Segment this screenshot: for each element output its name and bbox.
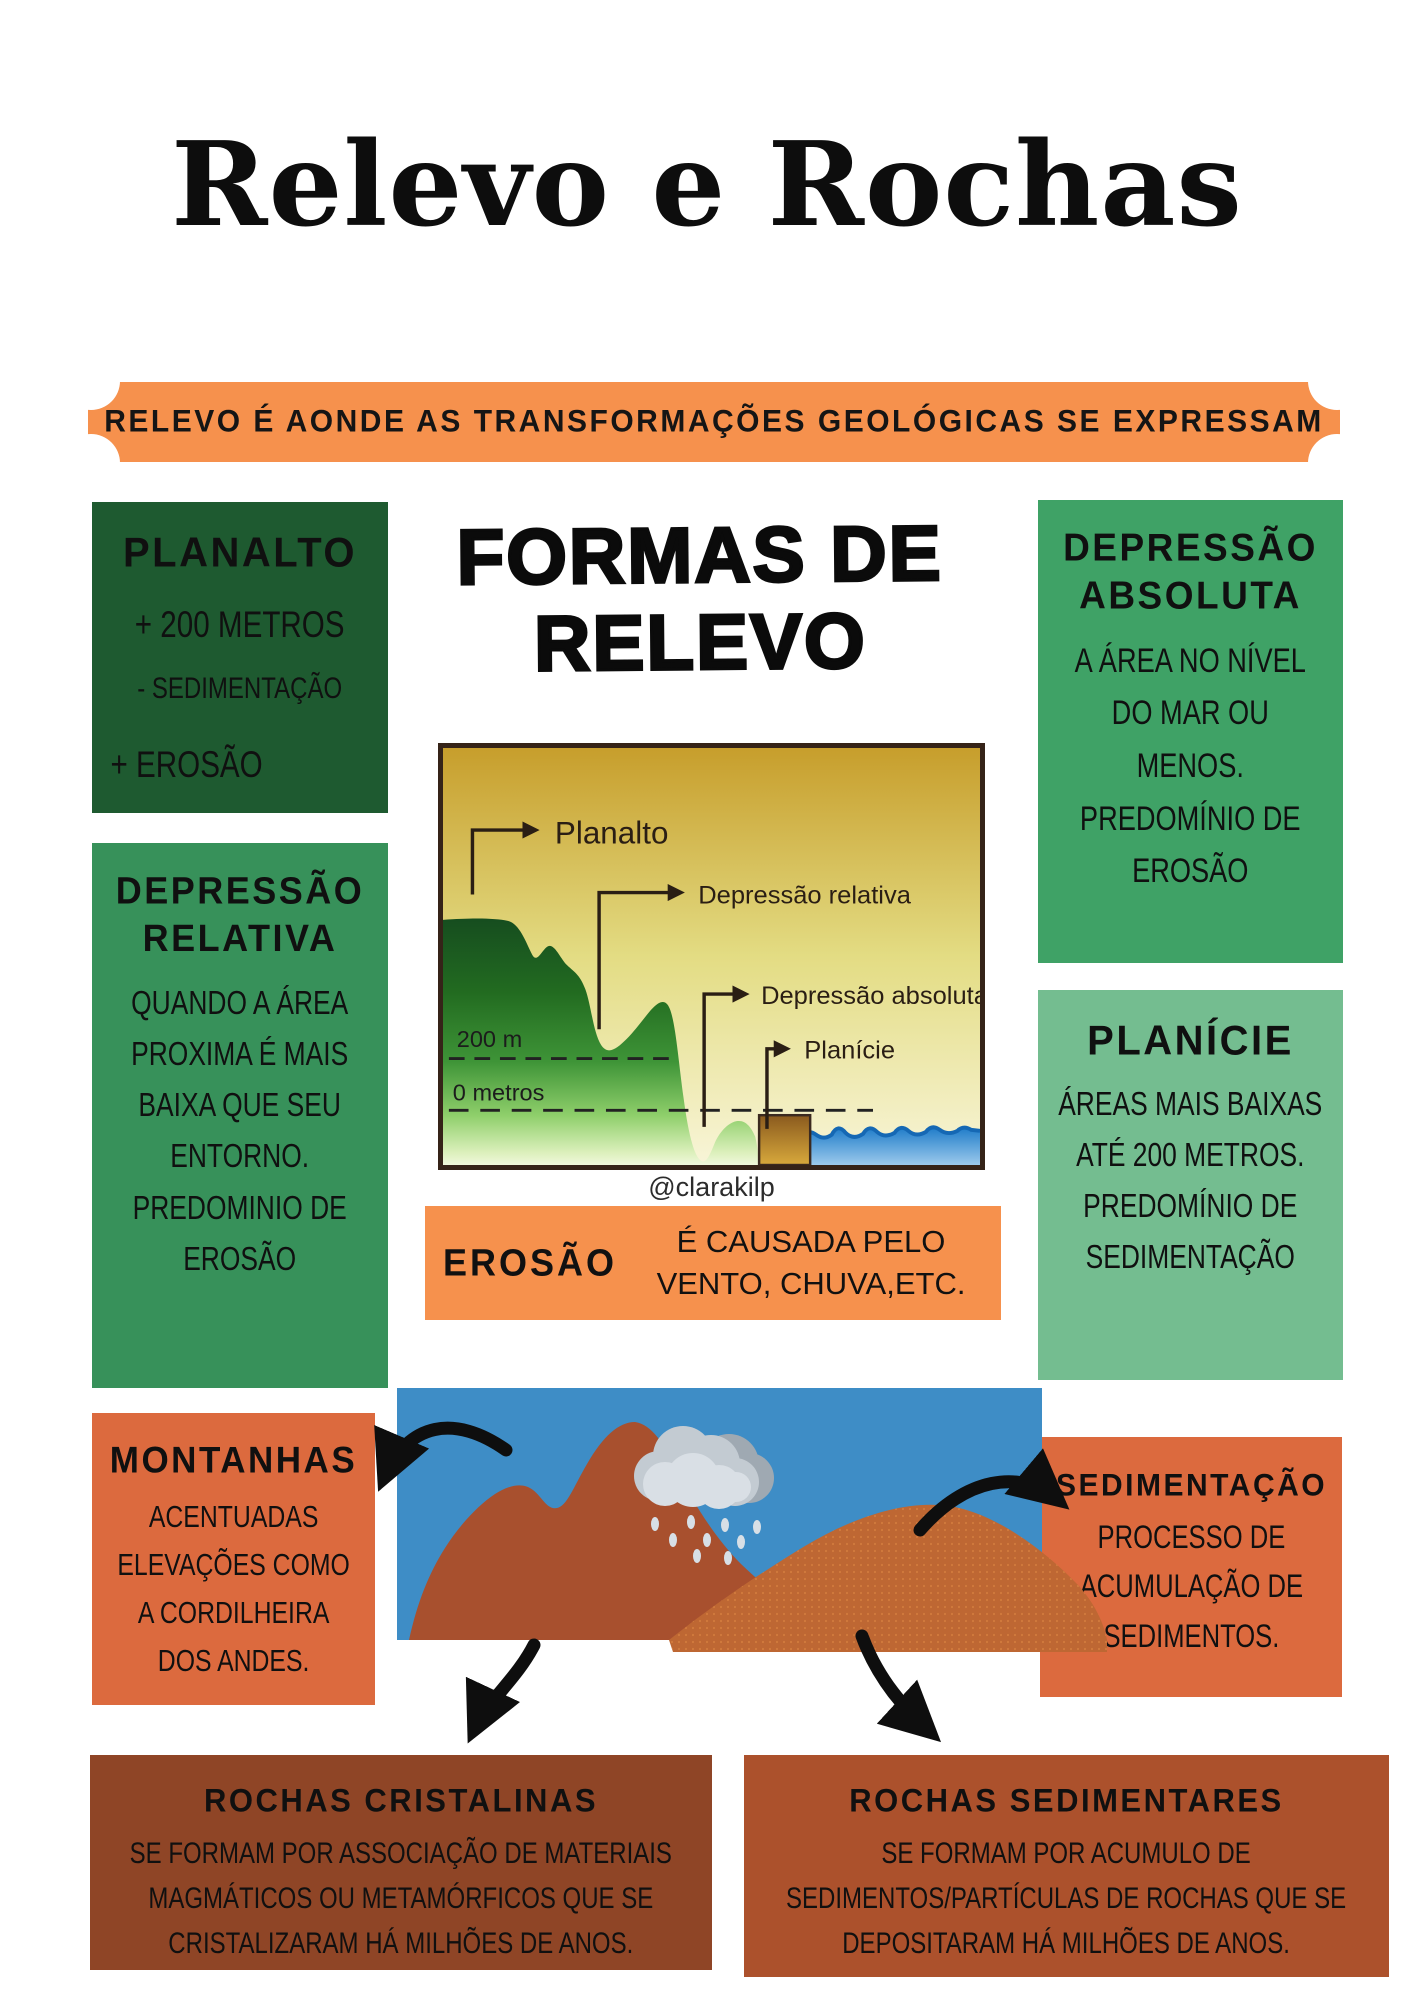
rain-cloud	[634, 1426, 774, 1509]
connector-planalto	[470, 821, 540, 895]
subtitle-banner: RELEVO É AONDE AS TRANSFORMAÇÕES GEOLÓGI…	[62, 352, 1366, 492]
planalto-title: PLANALTO	[122, 529, 358, 577]
montanhas-box: MONTANHAS ACENTUADAS ELEVAÇÕES COMO A CO…	[92, 1413, 375, 1705]
relief-diagram: 200 m 0 metros Planalto Depressão relati…	[438, 743, 985, 1170]
banner-notch	[1308, 352, 1366, 410]
raindrops	[651, 1515, 761, 1565]
erosao-title: EROSÃO	[443, 1240, 618, 1284]
center-heading: FORMAS DE RELEVO	[455, 507, 945, 689]
erosao-body: É CAUSADA PELO VENTO, CHUVA,ETC.	[656, 1224, 966, 1301]
rochas-sedimentares-body: SE FORMAM POR ACUMULO DE SEDIMENTOS/PART…	[786, 1837, 1347, 1960]
banner-notch	[62, 434, 120, 492]
rochas-cristalinas-title: ROCHAS CRISTALINAS	[203, 1782, 599, 1819]
label-planalto: Planalto	[555, 816, 669, 851]
sedimentacao-title: SEDIMENTAÇÃO	[1056, 1468, 1328, 1503]
planicie-title: PLANÍCIE	[1087, 1017, 1294, 1065]
erosao-box: EROSÃO É CAUSADA PELO VENTO, CHUVA,ETC.	[425, 1206, 1001, 1320]
banner-notch	[1308, 434, 1366, 492]
relief-diagram-svg: 200 m 0 metros Planalto Depressão relati…	[443, 748, 980, 1165]
watermark: @clarakilp	[648, 1172, 775, 1202]
planalto-line-1: + 200 METROS	[135, 604, 345, 645]
mountain-illustration	[397, 1388, 1117, 1660]
label-200m: 200 m	[457, 1026, 522, 1052]
depressao-relativa-body: QUANDO A ÁREA PROXIMA É MAIS BAIXA QUE S…	[131, 984, 349, 1277]
rochas-sedimentares-title: ROCHAS SEDIMENTARES	[849, 1782, 1284, 1819]
sedimentacao-body: PROCESSO DE ACUMULAÇÃO DE SEDIMENTOS.	[1079, 1518, 1303, 1654]
planicie-body: ÁREAS MAIS BAIXAS ATÉ 200 METROS. PREDOM…	[1058, 1085, 1323, 1276]
planicie-box: PLANÍCIE ÁREAS MAIS BAIXAS ATÉ 200 METRO…	[1038, 990, 1343, 1380]
depressao-relativa-title: DEPRESSÃO RELATIVA	[115, 868, 365, 960]
page-title: Relevo e Rochas	[171, 117, 1243, 253]
label-depressao-absoluta: Depressão absoluta	[761, 982, 980, 1010]
planalto-line-3: + EROSÃO	[110, 744, 264, 785]
diagram-sea-line	[800, 1125, 980, 1140]
connector-depressao-absoluta	[702, 985, 750, 1127]
connector-planicie	[765, 1040, 791, 1129]
rochas-cristalinas-body: SE FORMAM POR ASSOCIAÇÃO DE MATERIAIS MA…	[129, 1837, 673, 1960]
diagram-sea	[802, 1127, 980, 1165]
banner-text: RELEVO É AONDE AS TRANSFORMAÇÕES GEOLÓGI…	[104, 404, 1324, 439]
mountain-illustration-svg	[397, 1388, 1107, 1652]
mountain-back-ridge	[409, 1422, 837, 1640]
planalto-line-2: - SEDIMENTAÇÃO	[137, 672, 343, 705]
depressao-absoluta-title: DEPRESSÃO ABSOLUTA	[1063, 525, 1318, 618]
planalto-box: PLANALTO + 200 METROS - SEDIMENTAÇÃO + E…	[92, 502, 388, 813]
depressao-absoluta-box: DEPRESSÃO ABSOLUTA A ÁREA NO NÍVEL DO MA…	[1038, 500, 1343, 963]
montanhas-body: ACENTUADAS ELEVAÇÕES COMO A CORDILHEIRA …	[117, 1498, 350, 1678]
mountain-front-ridge-texture	[669, 1504, 1107, 1652]
banner-notch	[62, 352, 120, 410]
depressao-relativa-box: DEPRESSÃO RELATIVA QUANDO A ÁREA PROXIMA…	[92, 843, 388, 1388]
label-depressao-relativa: Depressão relativa	[698, 881, 911, 909]
sedimentacao-box: SEDIMENTAÇÃO PROCESSO DE ACUMULAÇÃO DE S…	[1040, 1437, 1342, 1697]
label-planicie: Planície	[804, 1037, 895, 1065]
diagram-terrain	[443, 918, 760, 1165]
label-0m: 0 metros	[453, 1080, 545, 1106]
depressao-absoluta-body: A ÁREA NO NÍVEL DO MAR OU MENOS. PREDOMÍ…	[1074, 641, 1307, 891]
montanhas-title: MONTANHAS	[109, 1440, 358, 1481]
connector-depressao-relativa	[597, 883, 685, 1030]
rochas-sedimentares-box: ROCHAS SEDIMENTARES SE FORMAM POR ACUMUL…	[744, 1755, 1389, 1977]
rochas-cristalinas-box: ROCHAS CRISTALINAS SE FORMAM POR ASSOCIA…	[90, 1755, 712, 1970]
